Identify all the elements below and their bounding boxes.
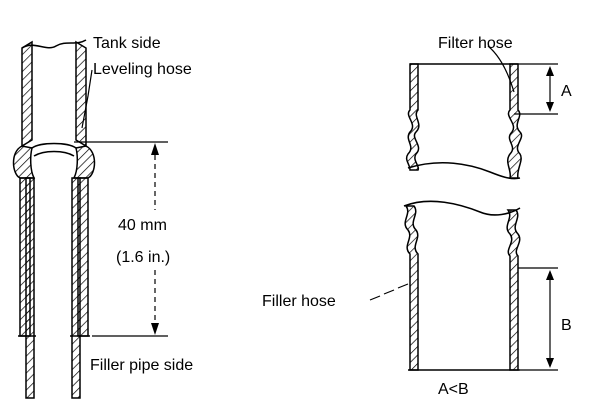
filler-pipe-right-wall	[71, 177, 81, 399]
filter-hose-section	[405, 63, 523, 180]
dimension-40mm	[74, 141, 168, 337]
filler-hose-left-wall	[404, 205, 419, 371]
tank-side-label: Tank side	[93, 35, 161, 52]
filler-hose-section	[403, 200, 521, 371]
filter-hose-left-wall	[405, 63, 420, 171]
filler-pipe-side-label: Filler pipe side	[90, 357, 193, 374]
filler-hose-label: Filler hose	[262, 293, 336, 310]
leveling-hose-assembly	[12, 39, 96, 399]
filter-hose-label: Filter hose	[438, 35, 513, 52]
leveling-hose-right-wall	[75, 40, 87, 148]
filler-hose-right-wall	[506, 209, 521, 371]
filter-hose-leader	[487, 45, 515, 93]
leveling-hose-leader	[81, 69, 93, 129]
dimension-sub-label: (1.6 in.)	[116, 249, 170, 266]
dimension-a	[514, 63, 558, 115]
dimension-a-label: A	[561, 83, 572, 100]
dimension-b	[518, 267, 558, 371]
dimension-label: 40 mm	[118, 217, 167, 234]
hose-joint-bulge-left	[12, 145, 36, 179]
filler-pipe-left-wall	[25, 177, 35, 399]
leveling-hose-label: Leveling hose	[93, 61, 192, 78]
filler-hose-leader	[369, 283, 409, 301]
hose-joint-bulge-right	[72, 145, 96, 179]
dimension-b-label: B	[561, 317, 572, 334]
relation-label: A<B	[438, 381, 469, 398]
leveling-hose-left-wall	[21, 40, 33, 148]
